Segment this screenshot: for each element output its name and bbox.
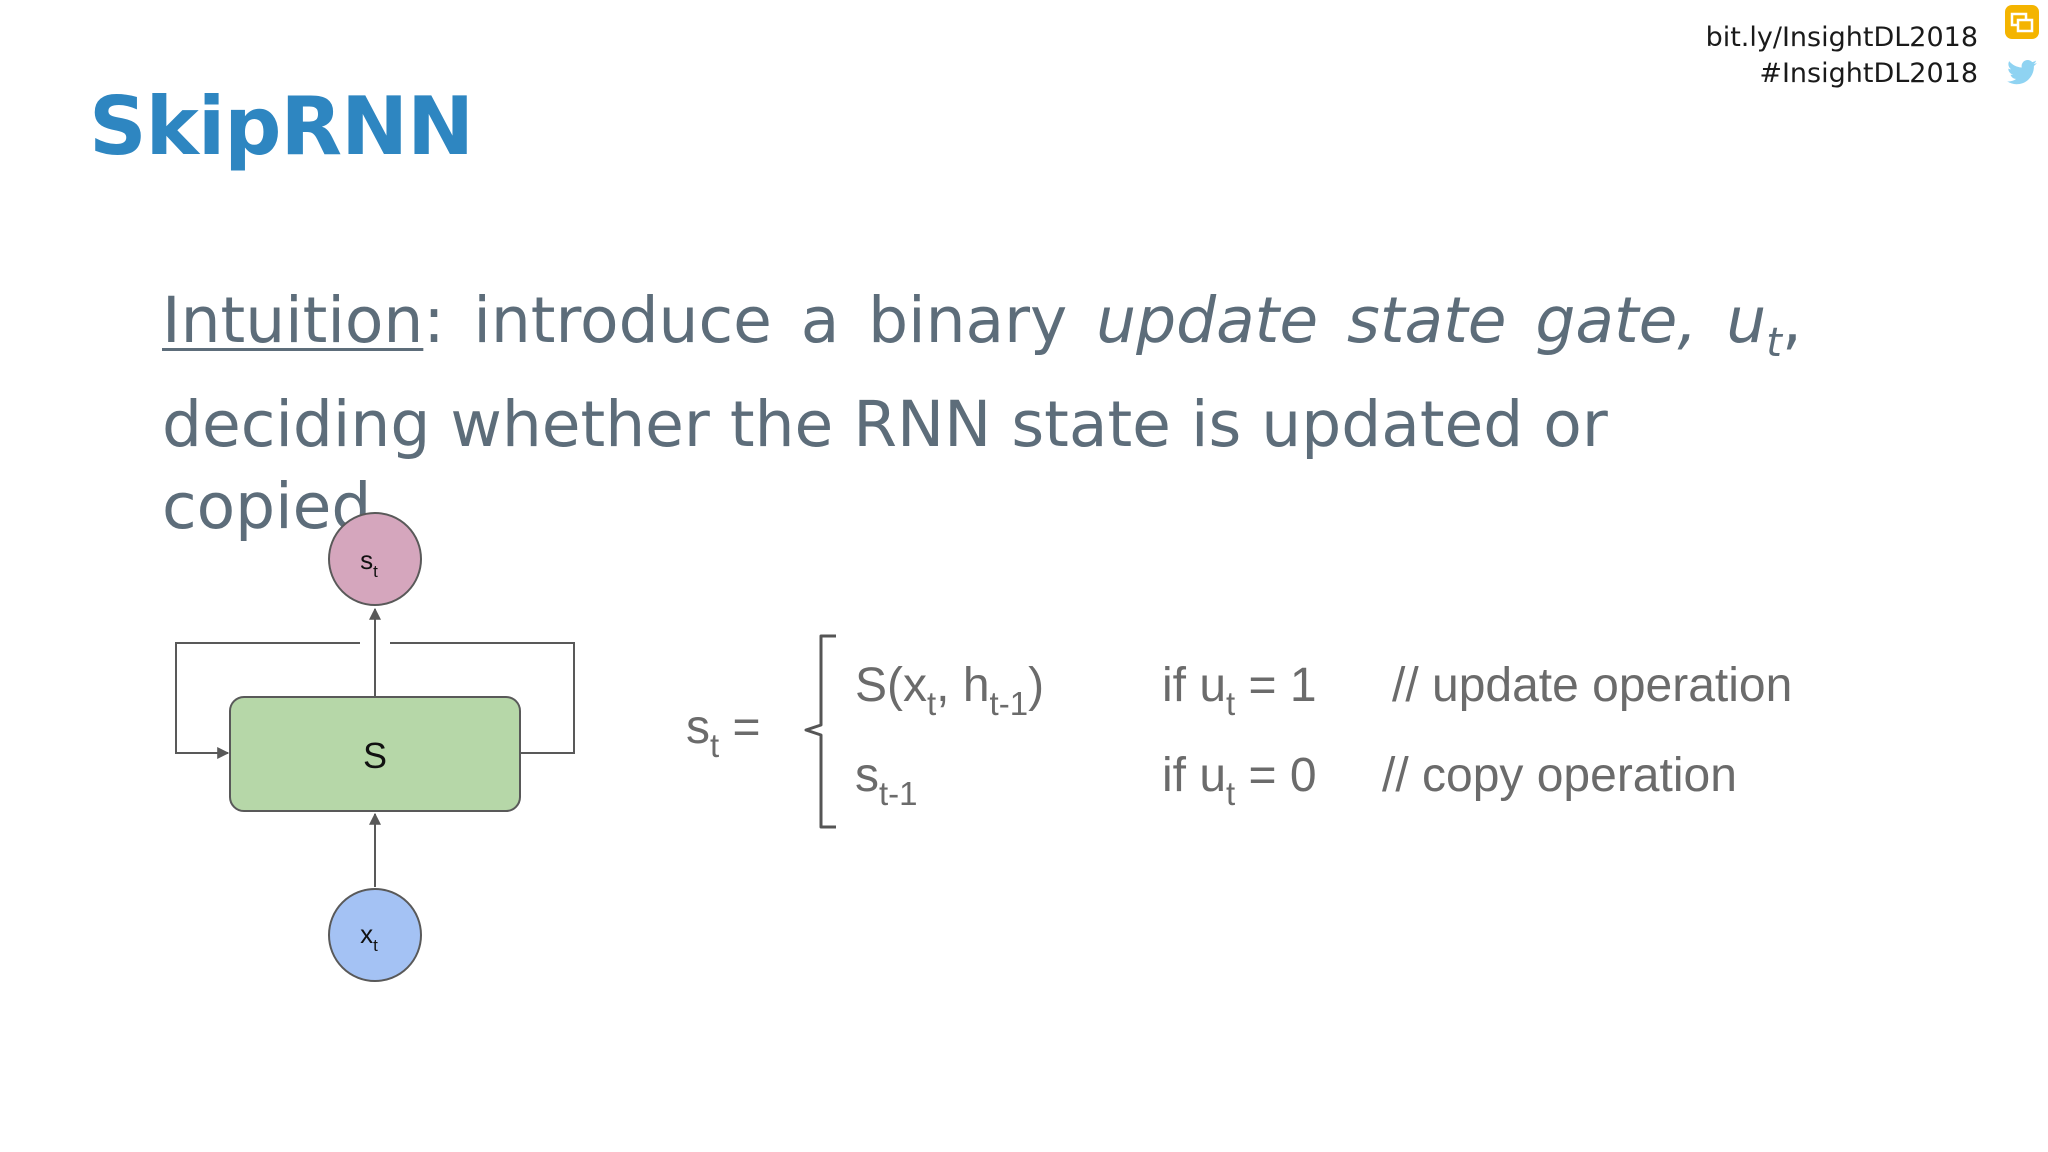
loop-connector-right [390, 642, 575, 754]
case-copy-expression: st-1 [855, 749, 918, 812]
intuition-label: Intuition [162, 284, 424, 357]
word-introduce: introduce [473, 284, 772, 357]
case-copy-comment: // copy operation [1382, 749, 1737, 802]
slide-title: SkipRNN [89, 80, 474, 173]
intuition-statement: Intuition: introduce a binary update sta… [162, 280, 1802, 548]
intuition-colon: : [423, 284, 445, 357]
intuition-line-1: Intuition: introduce a binary update sta… [162, 280, 1802, 384]
intuition-line-2: deciding whether the RNN state is update… [162, 388, 1608, 543]
gate-symbol: ut, [1726, 284, 1802, 366]
case-update-condition: if ut = 1 [1162, 659, 1317, 722]
loop-connector-left [175, 642, 360, 759]
case-update-comment: // update operation [1392, 659, 1793, 712]
case-brace [804, 634, 836, 829]
word-update: update [1096, 284, 1319, 357]
output-node-label: st [360, 545, 378, 581]
word-state: state [1346, 284, 1507, 357]
cell-label: S [363, 735, 387, 776]
word-gate: gate, [1535, 284, 1698, 357]
case-update-expression: S(xt, ht-1) [855, 659, 1045, 722]
word-a: a [800, 284, 840, 357]
input-node-label: xt [360, 919, 378, 955]
word-binary: binary [868, 284, 1068, 357]
output-node [328, 512, 422, 606]
case-copy-condition: if ut = 0 [1162, 749, 1317, 812]
rnn-cell [229, 696, 521, 812]
slides-link[interactable]: bit.ly/InsightDL2018 [1705, 22, 1978, 53]
input-node [328, 888, 422, 982]
slides-icon[interactable] [2004, 4, 2040, 40]
equation-lhs: st = [686, 701, 761, 764]
hashtag-text: #InsightDL2018 [1759, 58, 1978, 89]
header-links: bit.ly/InsightDL2018 #InsightDL2018 [1706, 20, 1978, 92]
twitter-icon[interactable] [2004, 54, 2040, 90]
